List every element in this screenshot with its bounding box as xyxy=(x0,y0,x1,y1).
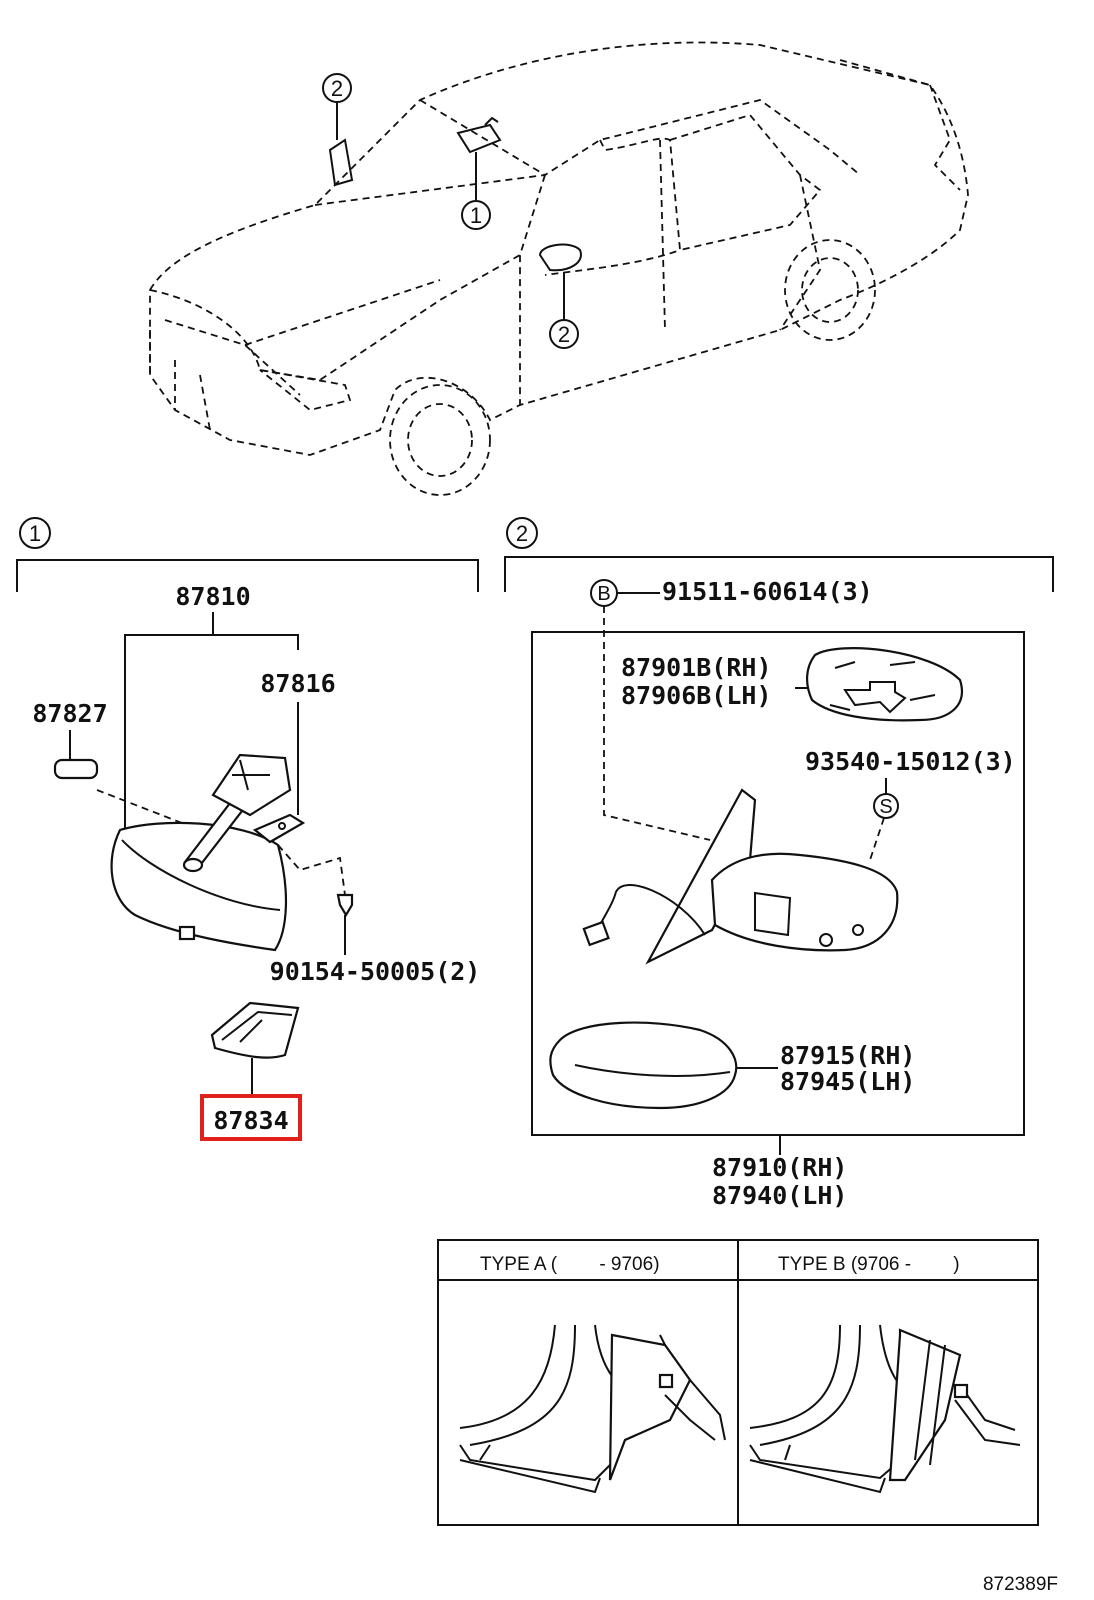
marker-s: S xyxy=(879,796,892,818)
car-illustration xyxy=(149,41,969,496)
label-87945: 87945(LH) xyxy=(780,1067,915,1096)
label-87940: 87940(LH) xyxy=(712,1181,847,1210)
car-callout-text: 2 xyxy=(331,76,343,101)
inner-mirror xyxy=(110,753,292,952)
outer-mirror xyxy=(582,788,899,965)
label-87827: 87827 xyxy=(32,699,107,728)
type-b-header: TYPE B (9706 - ) xyxy=(778,1254,960,1275)
label-90154: 90154-50005(2) xyxy=(270,957,481,986)
label-87816: 87816 xyxy=(260,669,335,698)
highlight-box xyxy=(200,1094,302,1141)
cover-87834 xyxy=(210,1001,300,1059)
label-87915: 87915(RH) xyxy=(780,1041,915,1070)
mirror-glass xyxy=(806,647,963,722)
car-callout-text: 2 xyxy=(558,322,570,347)
section-2-callout: 2 xyxy=(516,521,528,546)
label-87910: 87910(RH) xyxy=(712,1153,847,1182)
section-2: 2 B 91511-60614(3) 87901B(RH) 87906B(LH)… xyxy=(504,517,1054,1210)
marker-b: B xyxy=(597,583,610,605)
car-callout-2-top xyxy=(322,73,352,140)
section-1-callout: 1 xyxy=(29,521,41,546)
holder-plate xyxy=(252,813,306,844)
label-87834[interactable]: 87834 xyxy=(213,1106,288,1135)
label-87906b: 87906B(LH) xyxy=(621,681,772,710)
type-a-detail xyxy=(459,1324,726,1494)
lamp-bulb xyxy=(53,758,99,780)
type-b-detail xyxy=(749,1324,1021,1494)
car-callout-1 xyxy=(461,152,491,230)
section-1: 1 87810 87816 87827 xyxy=(16,517,481,1141)
label-93540: 93540-15012(3) xyxy=(805,747,1016,776)
label-91511: 91511-60614(3) xyxy=(662,577,873,606)
type-a-header: TYPE A ( - 9706) xyxy=(480,1254,660,1275)
car-callout-2-bottom xyxy=(549,272,579,349)
mirror-cover xyxy=(549,1021,738,1110)
label-87901b: 87901B(RH) xyxy=(621,653,772,682)
car-callout-text: 1 xyxy=(470,203,482,228)
figure-id: 872389F xyxy=(983,1574,1058,1595)
type-table: TYPE A ( - 9706) TYPE B (9706 - ) xyxy=(437,1239,1039,1526)
screw-90154 xyxy=(336,893,354,955)
label-87810: 87810 xyxy=(175,582,250,611)
assy-box xyxy=(531,631,1025,1136)
